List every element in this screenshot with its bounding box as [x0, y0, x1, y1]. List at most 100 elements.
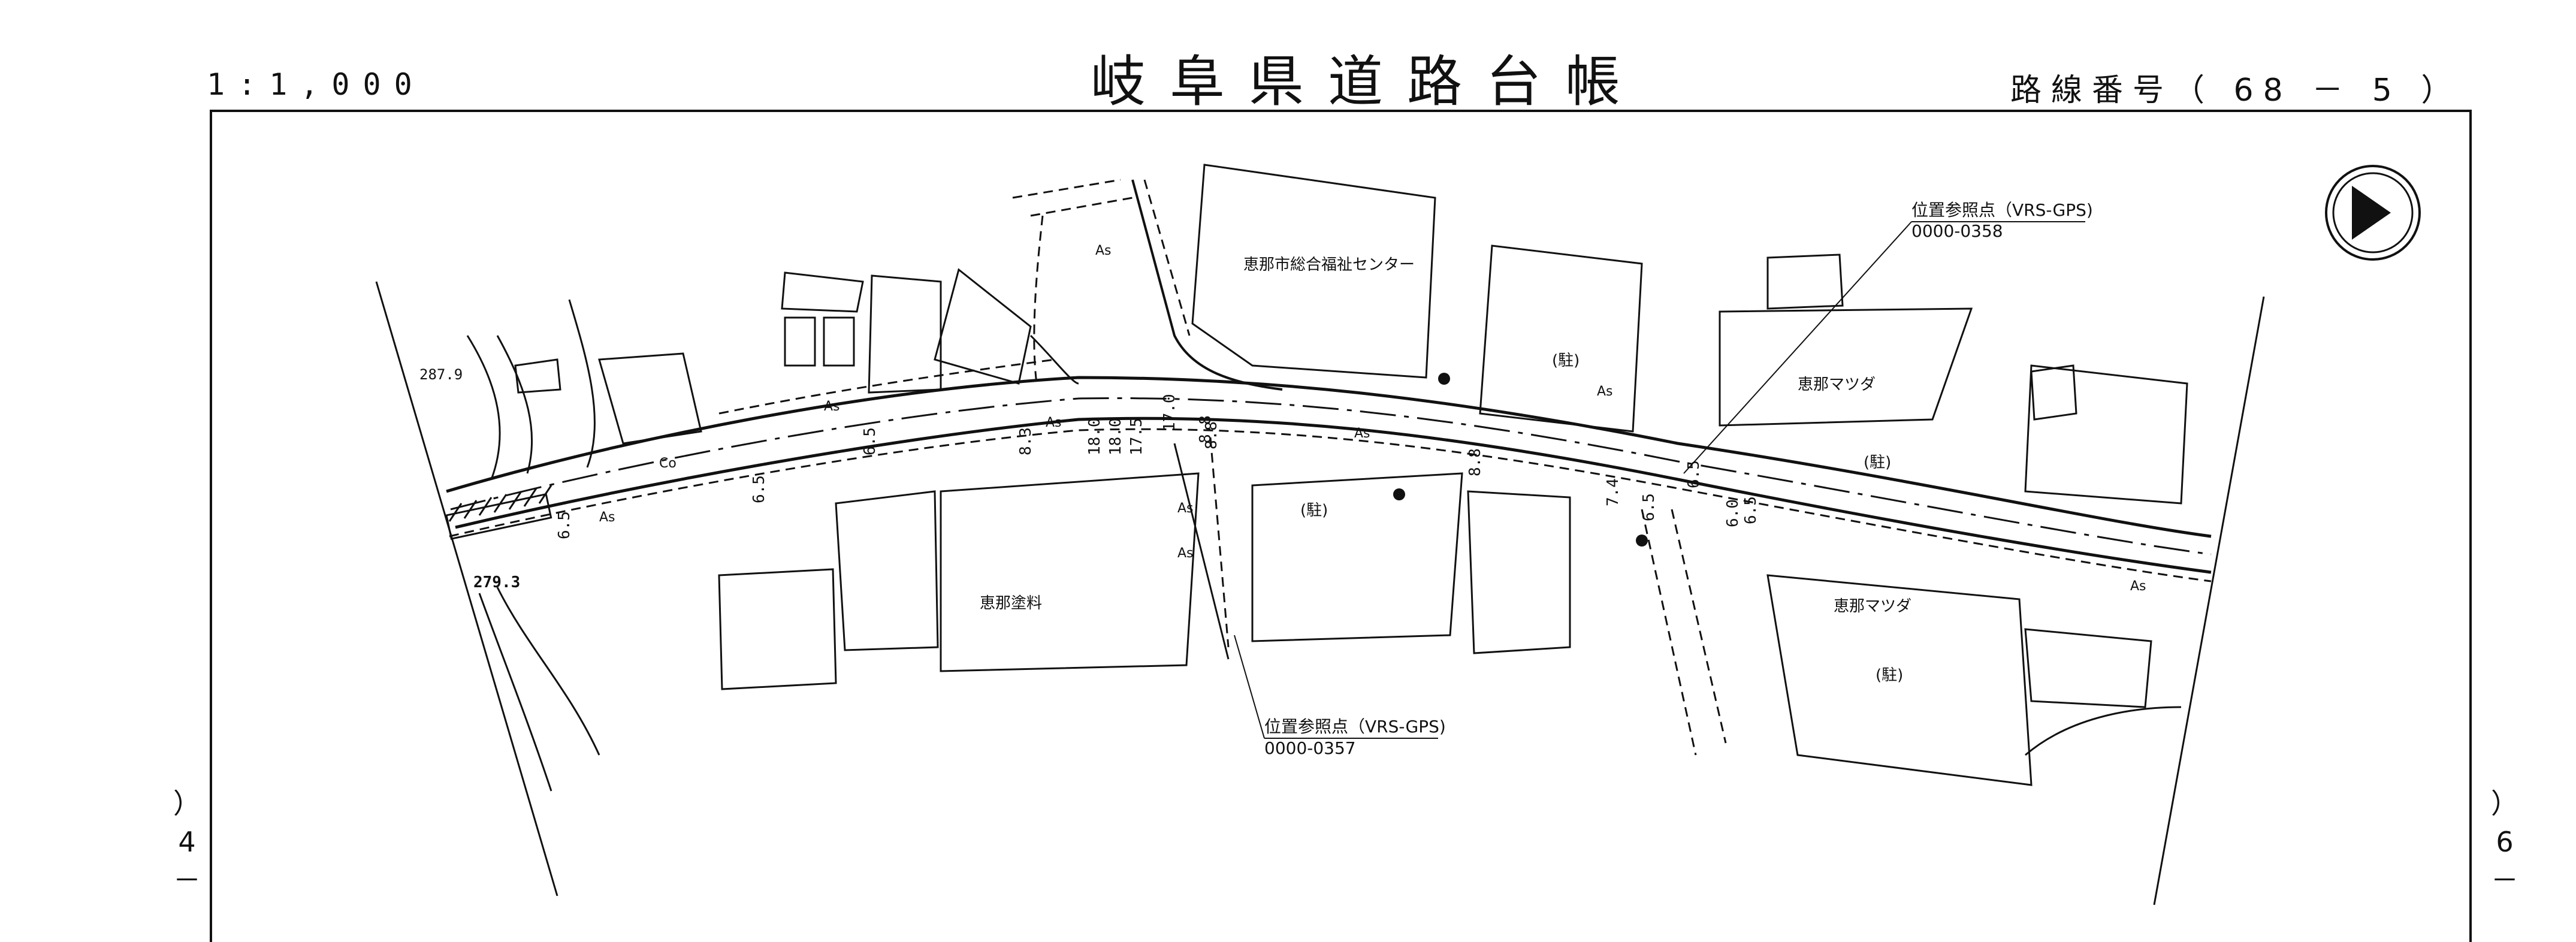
- building-east-south: [2024, 628, 2152, 708]
- building-mazda-lot: [2024, 364, 2188, 505]
- right-sheet-paren: ）: [2491, 787, 2518, 820]
- building-mazda-south: [1766, 574, 2033, 786]
- ref-leader: [1234, 635, 1265, 739]
- width-label: 6.5: [1685, 460, 1703, 488]
- contour-1: [478, 593, 552, 792]
- contour-2: [496, 587, 600, 756]
- building-parking-b: [1251, 472, 1463, 642]
- width-label: 6.0: [1724, 499, 1742, 527]
- side-road-b-boundary: [1143, 179, 1191, 336]
- width-label: 17.5: [1128, 418, 1146, 455]
- north-arrow-icon: [2325, 165, 2421, 261]
- surface-label: As: [1095, 243, 1112, 258]
- building-co: [598, 352, 702, 445]
- building-welfare-center: [1191, 164, 1436, 379]
- page-title: 岐阜県道路台帳: [1091, 50, 1645, 114]
- building-west: [514, 358, 561, 394]
- facility-label: 恵那市総合福祉センター: [1243, 256, 1415, 274]
- contour-3: [466, 335, 501, 480]
- parking-label: (駐): [1864, 454, 1891, 472]
- building-far-east: [2030, 364, 2077, 421]
- culvert: [445, 493, 552, 540]
- surface-label: As: [1354, 426, 1370, 441]
- side-road-d-edge: [1033, 215, 1044, 384]
- survey-point: [1636, 535, 1648, 547]
- width-label: 8.8: [1197, 415, 1215, 443]
- contour-4: [496, 335, 533, 474]
- building-south-b: [718, 568, 837, 690]
- building-north-d: [784, 316, 816, 367]
- ref-point-label: 位置参照点（VRS-GPS): [1911, 200, 2093, 220]
- side-road-c: [1173, 443, 1230, 660]
- width-label: 6.5: [1742, 496, 1760, 524]
- survey-point: [1438, 373, 1450, 385]
- survey-point: [1393, 488, 1405, 500]
- left-sheet-label: ） 4 －: [169, 779, 205, 905]
- right-sheet-dash: －: [2491, 864, 2518, 896]
- road-centerline: [450, 397, 2212, 555]
- surface-label: As: [599, 510, 615, 525]
- side-road-a: [1029, 334, 1079, 385]
- parking-label: (駐): [1552, 352, 1580, 370]
- elevation-label: 287.9: [419, 366, 463, 383]
- facility-label: 恵那マツダ: [1798, 376, 1876, 394]
- side-road-d: [1012, 179, 1133, 217]
- ref-point-code: 0000-0358: [1911, 221, 2003, 241]
- ref-leader: [1683, 221, 1912, 474]
- surface-label: As: [1177, 501, 1194, 516]
- building-north-a: [868, 274, 942, 394]
- parking-label: (駐): [1300, 502, 1328, 520]
- ref-point-code: 0000-0357: [1264, 738, 1356, 758]
- ref-point-label: 位置参照点（VRS-GPS): [1264, 717, 1446, 736]
- building-mazda-north: [1719, 307, 1973, 427]
- right-sheet-number: 6: [2496, 826, 2514, 858]
- surface-label: Co: [659, 456, 677, 471]
- left-sheet-dash: －: [173, 864, 201, 896]
- road-boundary-south: [449, 428, 2212, 582]
- building-parking-a: [1479, 244, 1643, 433]
- surface-label: As: [1177, 546, 1194, 561]
- width-label: 18.0: [1086, 418, 1104, 455]
- surface-label: As: [2130, 579, 2146, 594]
- elevation-label: 279.3: [473, 573, 520, 591]
- contour-5: [568, 299, 596, 468]
- facility-label: 恵那マツダ: [1834, 597, 1911, 615]
- building-northeast: [1766, 253, 1844, 310]
- width-label: 18.0: [1107, 418, 1125, 455]
- left-sheet-paren: ）: [173, 787, 201, 820]
- width-label: 7.4: [1604, 478, 1622, 506]
- map-frame: [210, 110, 2472, 942]
- road-edge-north: [446, 376, 2212, 538]
- map-cut-edge-left: [375, 281, 558, 896]
- building-east-a: [1467, 490, 1571, 654]
- side-road-c-boundary: [1209, 437, 1230, 648]
- side-road-b: [1131, 179, 1283, 391]
- culvert-hatch: [448, 485, 552, 522]
- surface-label: As: [824, 399, 840, 414]
- side-road-e: [1641, 509, 1727, 756]
- route-number: 路線番号（ 68 － 5 ）: [2010, 73, 2462, 108]
- right-sheet-label: ） 6 －: [2487, 779, 2523, 905]
- side-road-f: [2025, 706, 2182, 756]
- width-label: 17.0: [1161, 394, 1179, 431]
- facility-label: 恵那塗料: [980, 594, 1042, 612]
- width-label: 8.8: [1203, 421, 1221, 449]
- width-label: 6.5: [555, 511, 573, 539]
- width-label: 6.5: [1640, 493, 1658, 521]
- width-label: 8.8: [1466, 448, 1484, 476]
- building-north-c: [781, 271, 864, 313]
- building-north-e: [823, 316, 855, 367]
- parking-label: (駐): [1876, 666, 1903, 684]
- surface-label: As: [1046, 415, 1062, 430]
- building-north-b: [934, 268, 1032, 385]
- building-south-a: [835, 490, 939, 651]
- width-label: 6.5: [750, 475, 768, 503]
- width-label: 8.3: [1017, 427, 1035, 455]
- road-edge-south: [455, 416, 2212, 574]
- width-label: 6.5: [861, 427, 879, 455]
- surface-label: As: [1597, 384, 1613, 399]
- left-sheet-number: 4: [178, 826, 196, 858]
- building-enatoryo: [940, 472, 1200, 672]
- map-cut-edge-right: [2153, 296, 2265, 905]
